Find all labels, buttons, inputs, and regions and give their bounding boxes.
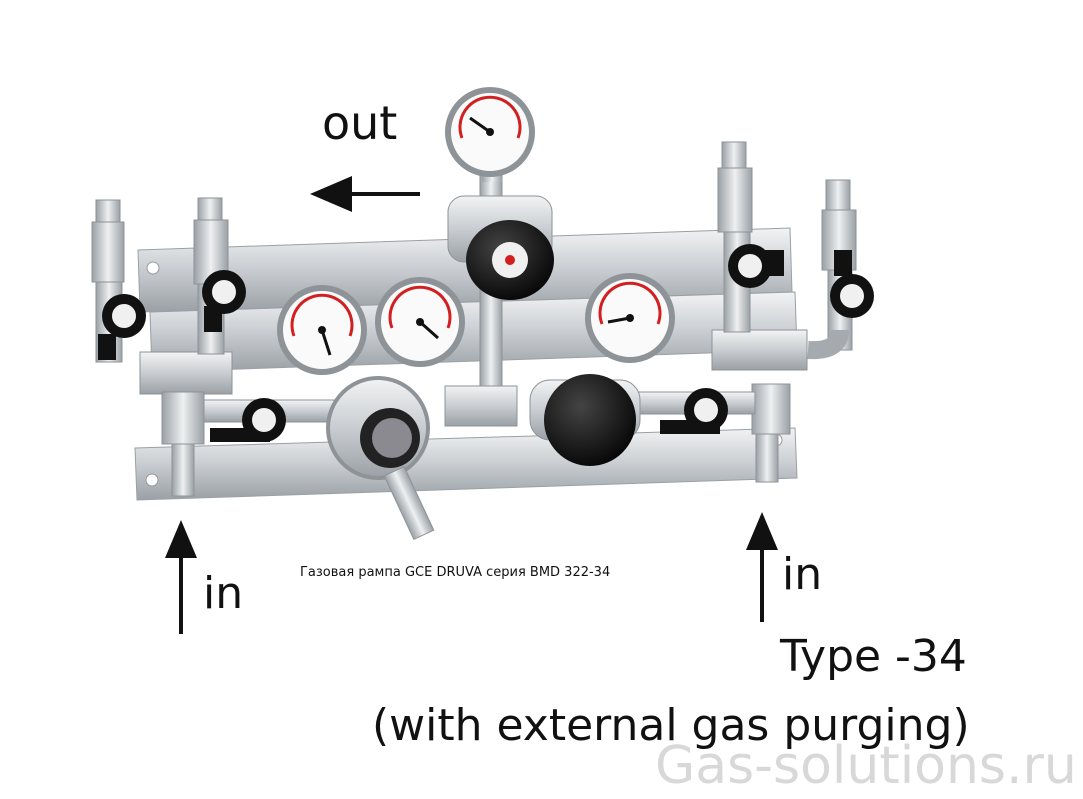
ball-valve-left [210, 398, 286, 442]
ball-valve-right [660, 388, 728, 434]
arrow-up-icon [746, 512, 778, 622]
valve-column-3 [717, 141, 784, 333]
pressure-gauge-icon [375, 277, 465, 367]
regulator-right [529, 374, 641, 466]
center-block [444, 385, 518, 427]
valve-column-2 [193, 197, 246, 355]
type-label: Type -34 [780, 631, 967, 682]
watermark: Gas-solutions.ru [655, 736, 1077, 796]
left-inlet-fitting [171, 443, 195, 497]
purging-label: (with external gas purging) [372, 700, 970, 751]
left-tee [161, 391, 205, 445]
valve-column-4 [807, 179, 874, 360]
regulator-knob-icon [544, 374, 636, 466]
arrow-left-icon [310, 176, 420, 212]
pressure-gauge-icon [445, 87, 535, 182]
regulator-top [447, 195, 554, 300]
pressure-gauge-icon [277, 285, 367, 375]
regulator-left [326, 376, 435, 541]
valve-column-1 [91, 199, 146, 363]
in-label-left: in [203, 568, 244, 619]
right-tee [751, 383, 791, 435]
product-caption: Газовая рампа GCE DRUVA серия BMD 322-34 [300, 565, 611, 580]
out-label: out [322, 96, 398, 150]
arrow-up-icon [165, 520, 197, 634]
pressure-gauge-icon [585, 273, 675, 363]
in-label-right: in [782, 549, 823, 600]
right-inlet-fitting [755, 433, 779, 483]
right-block [711, 329, 808, 371]
left-block [139, 351, 233, 395]
